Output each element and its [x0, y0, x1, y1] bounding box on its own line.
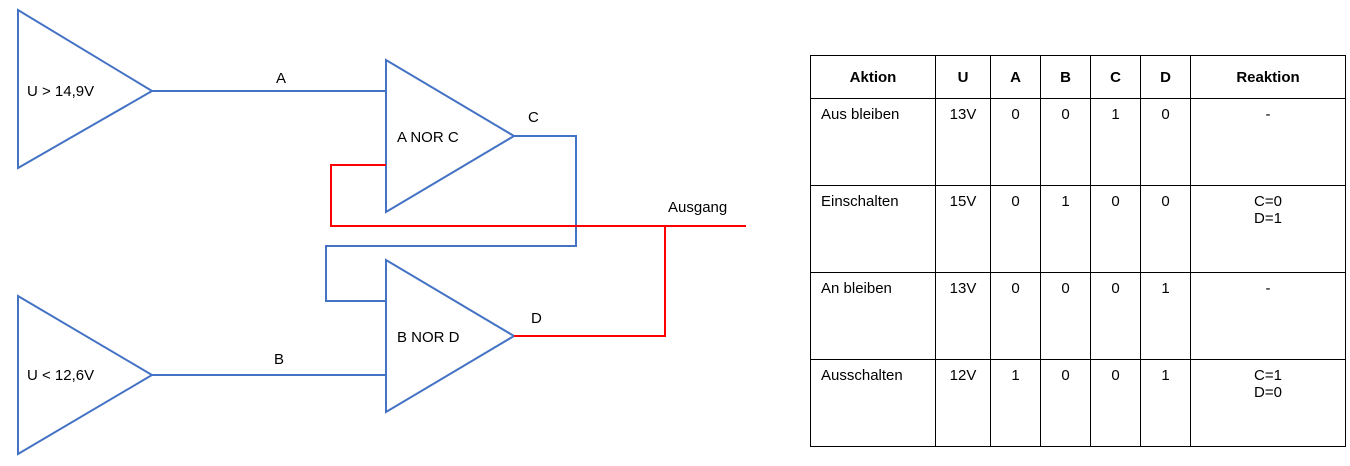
- cell-d: 0: [1140, 185, 1191, 273]
- cell-u: 13V: [935, 98, 991, 186]
- cell-b: 1: [1040, 185, 1091, 273]
- cell-c: 0: [1090, 185, 1141, 273]
- output-label: Ausgang: [668, 199, 727, 216]
- cell-c: 0: [1090, 272, 1141, 360]
- cell-c: 1: [1090, 98, 1141, 186]
- table-header-row: Aktion U A B C D Reaktion: [810, 55, 1346, 99]
- cell-aktion: Aus bleiben: [810, 98, 936, 186]
- latch-circuit-diagram: U > 14,9V U < 12,6V A NOR C B NOR D A B …: [17, 8, 746, 456]
- cell-reaktion: C=0 D=1: [1190, 185, 1346, 273]
- cell-reaktion: -: [1190, 272, 1346, 360]
- cell-reaktion: -: [1190, 98, 1346, 186]
- comparator-upper: [17, 8, 154, 170]
- cell-a: 1: [990, 359, 1041, 447]
- cell-a: 0: [990, 98, 1041, 186]
- col-header-d: D: [1140, 55, 1191, 99]
- wire-c-feedback: [325, 135, 577, 302]
- signal-c-label: C: [528, 109, 539, 126]
- comparator-upper-label: U > 14,9V: [27, 83, 94, 100]
- table-row: Einschalten 15V 0 1 0 0 C=0 D=1: [810, 185, 1346, 273]
- nor-gate-1-label: A NOR C: [397, 129, 459, 146]
- cell-u: 15V: [935, 185, 991, 273]
- table-row: Ausschalten 12V 1 0 0 1 C=1 D=0: [810, 359, 1346, 447]
- col-header-u: U: [935, 55, 991, 99]
- col-header-reaktion: Reaktion: [1190, 55, 1346, 99]
- cell-c: 0: [1090, 359, 1141, 447]
- cell-b: 0: [1040, 359, 1091, 447]
- cell-b: 0: [1040, 98, 1091, 186]
- cell-u: 12V: [935, 359, 991, 447]
- col-header-aktion: Aktion: [810, 55, 936, 99]
- nor-gate-1: [385, 58, 516, 214]
- wire-d-feedback: [330, 164, 746, 227]
- cell-d: 1: [1140, 272, 1191, 360]
- cell-a: 0: [990, 185, 1041, 273]
- reaction-table-grid: Aktion U A B C D Reaktion Aus bleiben 13…: [810, 55, 1346, 447]
- cell-d: 0: [1140, 98, 1191, 186]
- col-header-a: A: [990, 55, 1041, 99]
- comparator-lower-label: U < 12,6V: [27, 367, 94, 384]
- reaction-table: Aktion U A B C D Reaktion Aus bleiben 13…: [810, 55, 1346, 447]
- cell-b: 0: [1040, 272, 1091, 360]
- signal-d-label: D: [531, 310, 542, 327]
- cell-aktion: An bleiben: [810, 272, 936, 360]
- cell-d: 1: [1140, 359, 1191, 447]
- cell-aktion: Ausschalten: [810, 359, 936, 447]
- signal-a-label: A: [276, 70, 286, 87]
- cell-u: 13V: [935, 272, 991, 360]
- col-header-c: C: [1090, 55, 1141, 99]
- cell-reaktion: C=1 D=0: [1190, 359, 1346, 447]
- nor-gate-2-label: B NOR D: [397, 329, 460, 346]
- cell-a: 0: [990, 272, 1041, 360]
- cell-aktion: Einschalten: [810, 185, 936, 273]
- signal-b-label: B: [274, 351, 284, 368]
- wire-d-output: [514, 226, 666, 337]
- table-row: An bleiben 13V 0 0 0 1 -: [810, 272, 1346, 360]
- nor-gate-2: [385, 258, 516, 414]
- col-header-b: B: [1040, 55, 1091, 99]
- table-row: Aus bleiben 13V 0 0 1 0 -: [810, 98, 1346, 186]
- comparator-lower: [17, 294, 154, 456]
